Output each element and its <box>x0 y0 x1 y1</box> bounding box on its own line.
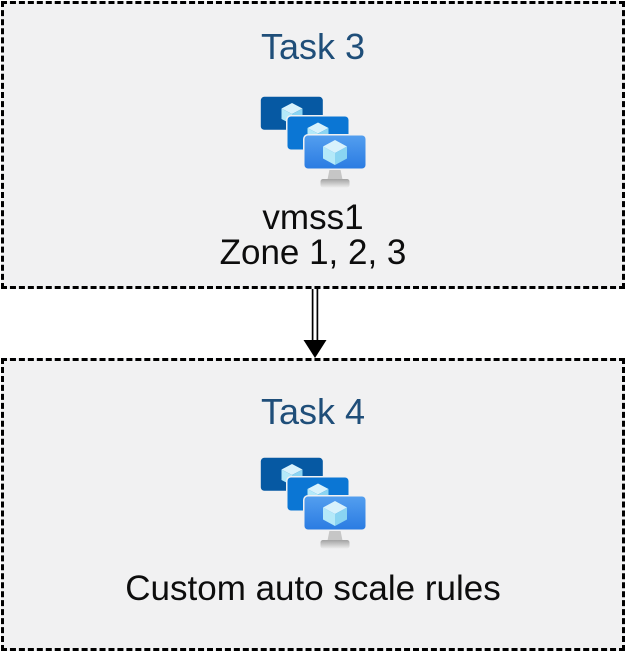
task3-title: Task 3 <box>260 26 366 67</box>
monitor-stand <box>320 167 350 188</box>
vm-scale-sets-icon <box>260 457 366 549</box>
task3-node: Task 3 <box>1 1 625 289</box>
zones-label: Zone 1, 2, 3 <box>219 233 407 272</box>
task3-caption: vmss1 Zone 1, 2, 3 <box>220 200 407 270</box>
monitor-front <box>303 495 366 531</box>
monitor-front <box>303 134 366 170</box>
task4-node: Task 4 <box>1 358 625 651</box>
cube-icon <box>323 140 347 165</box>
monitor-stand <box>320 528 350 549</box>
task4-title: Task 4 <box>260 391 366 432</box>
task4-caption: Custom auto scale rules <box>125 571 500 606</box>
down-arrow-icon <box>303 289 327 358</box>
autoscale-label: Custom auto scale rules <box>125 569 501 608</box>
vmss-name-label: vmss1 <box>262 198 364 237</box>
cube-icon <box>323 501 347 526</box>
vm-scale-sets-icon <box>260 96 366 188</box>
